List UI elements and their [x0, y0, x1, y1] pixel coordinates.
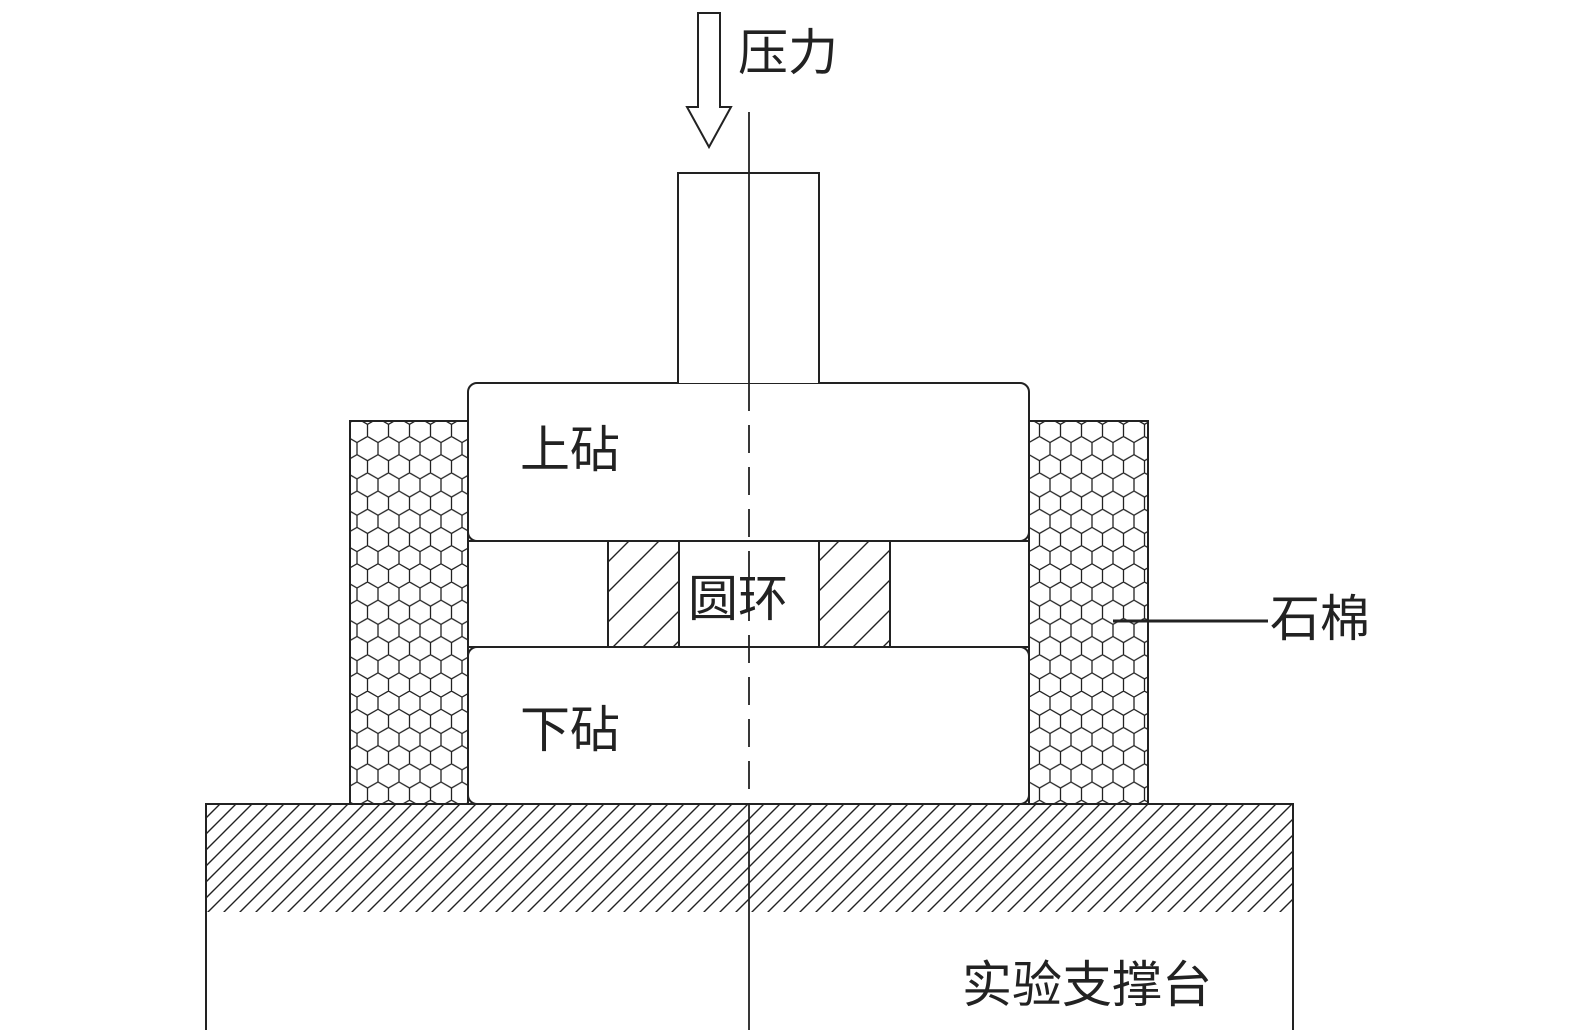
force-arrow-icon	[685, 12, 733, 150]
force-label: 压力	[738, 24, 838, 82]
upper-anvil-label: 上砧	[520, 421, 620, 479]
ring-label: 圆环	[688, 570, 788, 628]
lower-anvil-label: 下砧	[520, 701, 620, 759]
asbestos-label: 石棉	[1270, 590, 1370, 648]
asbestos-insulation	[349, 420, 1149, 805]
support-table-label: 实验支撑台	[962, 956, 1212, 1014]
